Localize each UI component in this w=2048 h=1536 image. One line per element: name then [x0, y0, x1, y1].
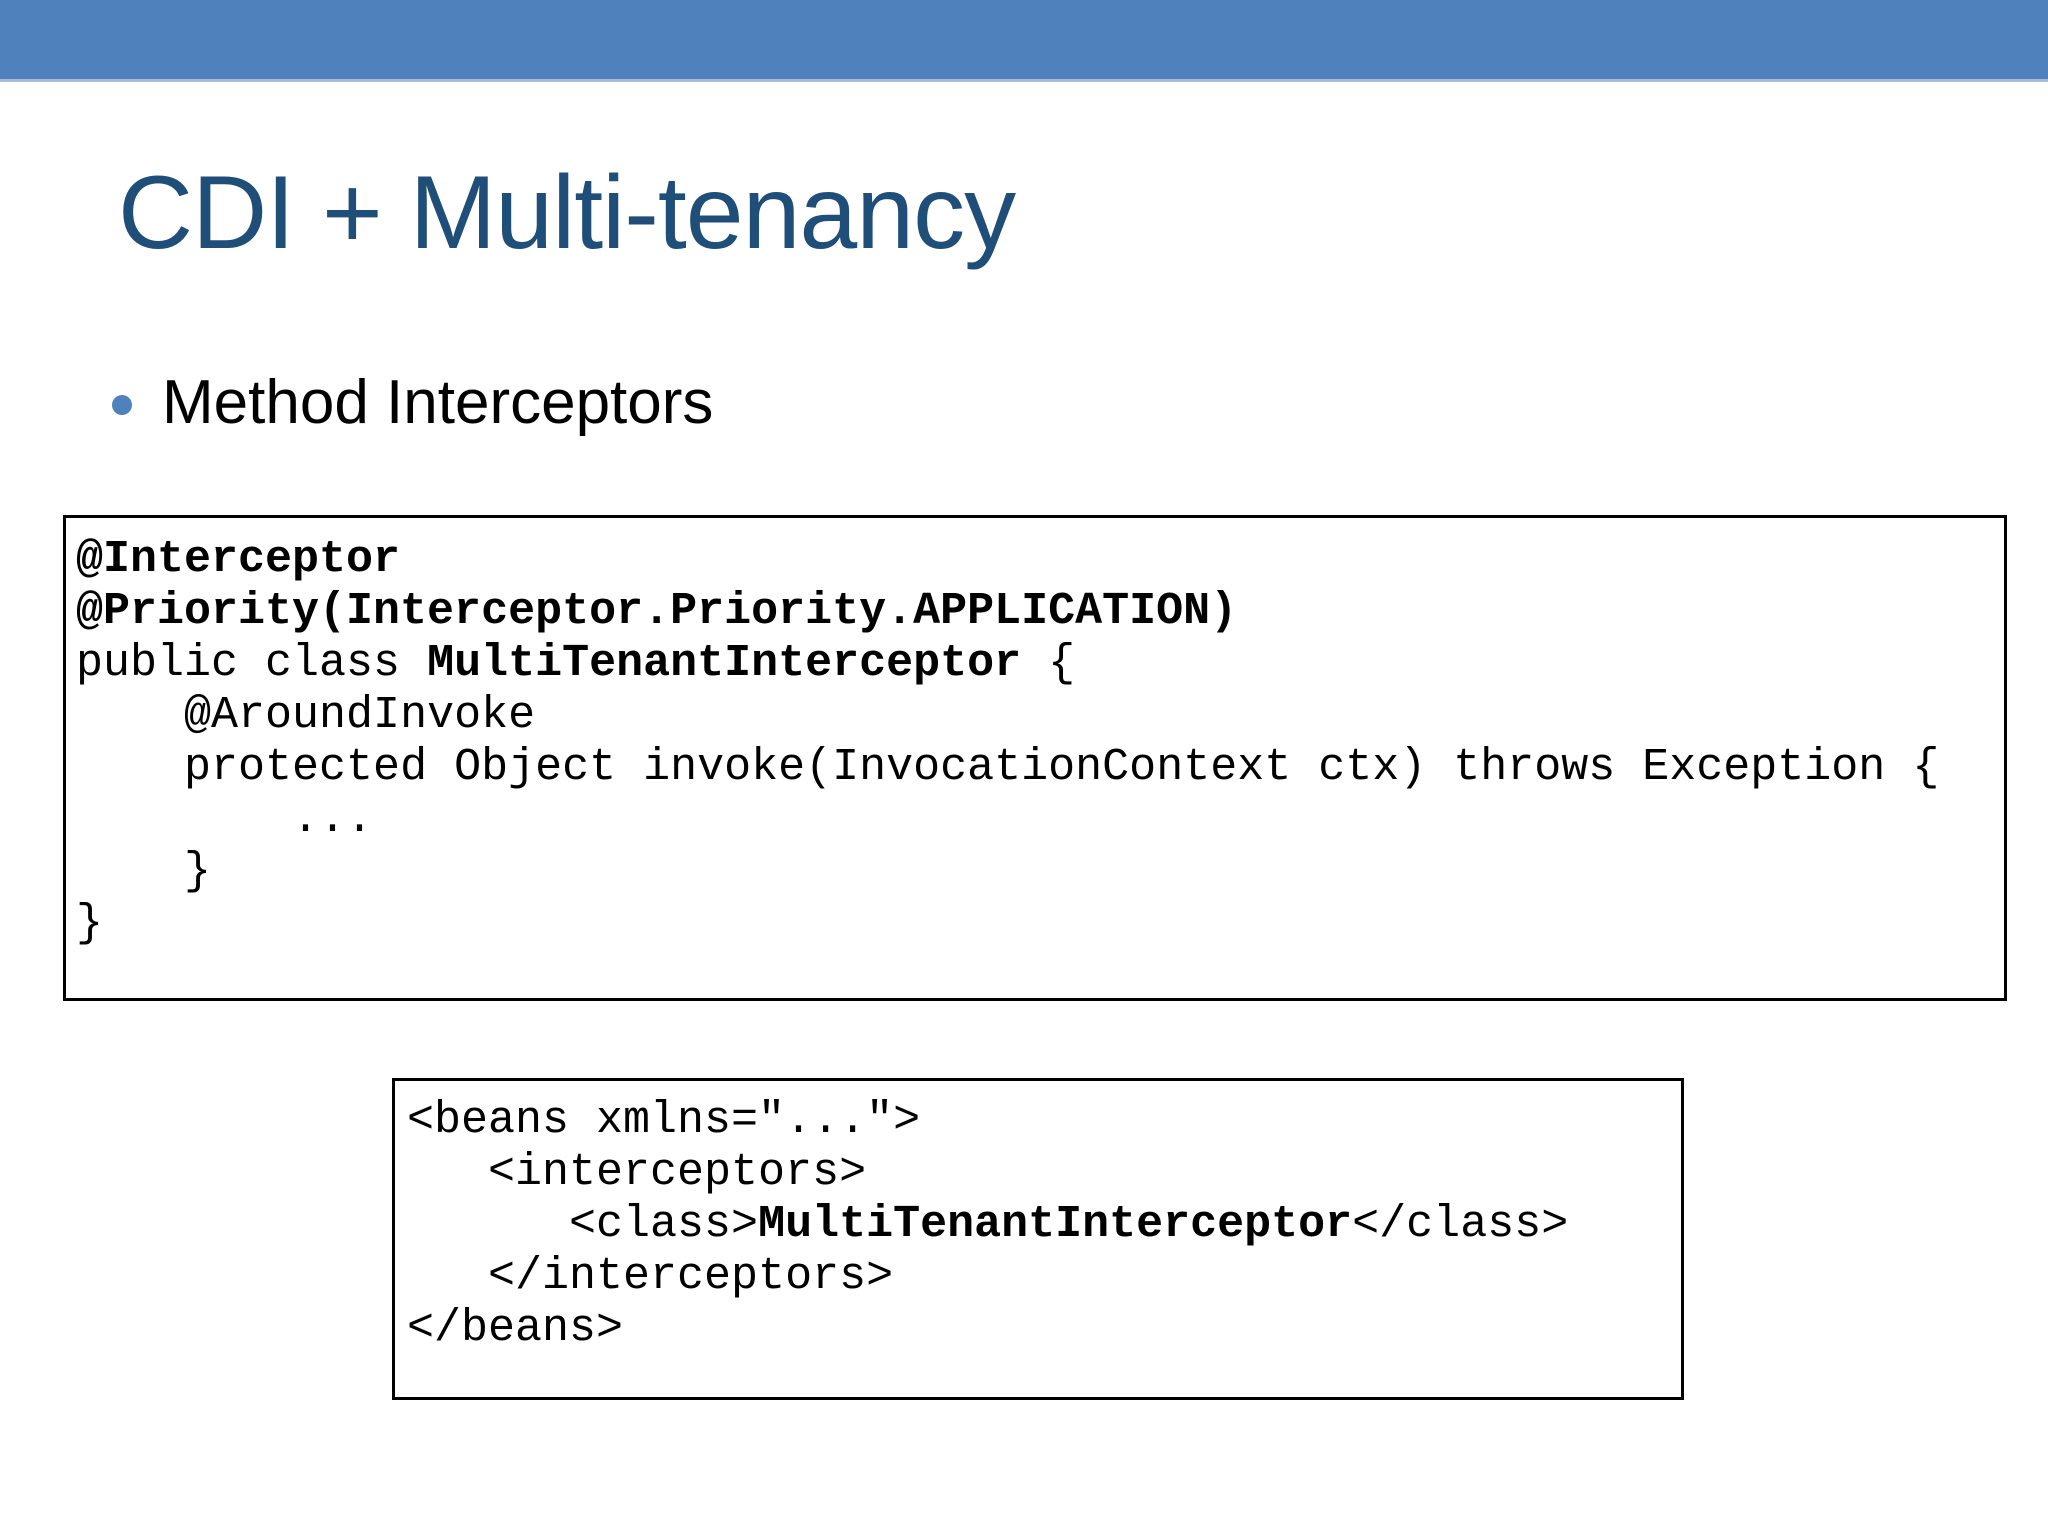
code-block-xml-beans: <beans xmlns="..."> <interceptors> <clas… [392, 1078, 1684, 1400]
code-block-java-content: @Interceptor @Priority(Interceptor.Prior… [76, 534, 1940, 949]
code-block-xml-content: <beans xmlns="..."> <interceptors> <clas… [407, 1095, 1569, 1354]
bullet-dot-icon [112, 394, 132, 415]
slide-accent-band [0, 0, 2048, 79]
bullet-item-label: Method Interceptors [162, 368, 714, 437]
code-block-java-interceptor: @Interceptor @Priority(Interceptor.Prior… [63, 515, 2007, 1001]
page-title: CDI + Multi-tenancy [118, 155, 1016, 271]
bullet-list-item: Method Interceptors [112, 370, 713, 435]
slide-accent-band-edge [0, 79, 2048, 82]
